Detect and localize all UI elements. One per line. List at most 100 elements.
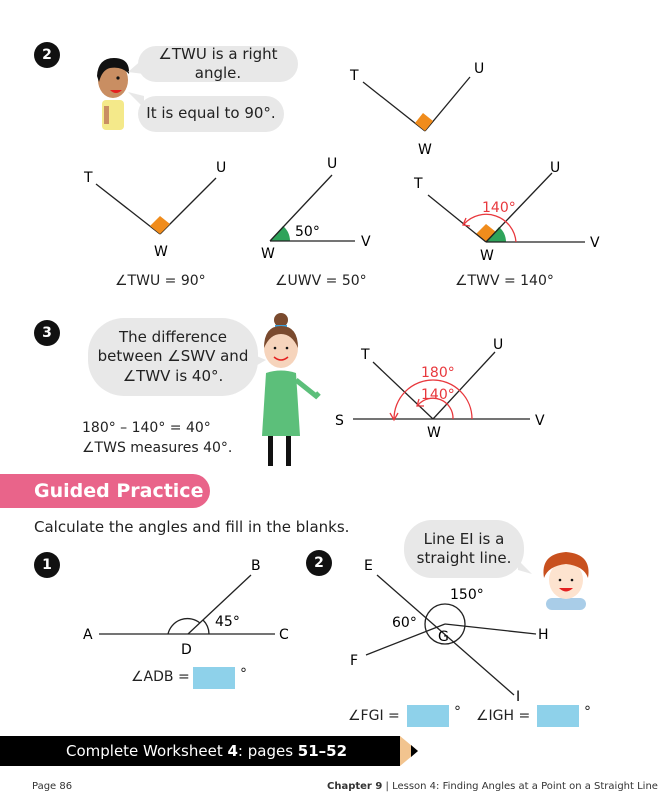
- answer-input-IGH[interactable]: [537, 705, 579, 727]
- arc-arrowhead: [462, 217, 471, 227]
- bubble-line: ∠TWV is 40°.: [122, 366, 224, 385]
- point-label-E: E: [364, 558, 373, 574]
- bubble-line: between ∠SWV and: [97, 347, 249, 366]
- girl-character-illustration: [262, 313, 321, 466]
- section-title: Guided Practice: [34, 480, 204, 502]
- speech-bubble-straight-line: Line EI is a straight line.: [404, 520, 524, 578]
- point-label-G: G: [438, 629, 449, 645]
- degree-unit: °: [240, 666, 247, 682]
- red-arc-180: [393, 379, 473, 420]
- acute-angle-marker: [270, 226, 290, 241]
- point-label-V: V: [590, 235, 600, 251]
- worksheet-number: 4: [227, 742, 238, 760]
- figure-angle-UWV: U W V 50°: [261, 156, 371, 262]
- speech-bubble-difference: The difference between ∠SWV and ∠TWV is …: [88, 318, 258, 396]
- point-label-S: S: [335, 413, 344, 429]
- footer-divider: |: [385, 781, 393, 792]
- chapter-label: Chapter 9: [327, 781, 383, 792]
- point-label-U: U: [493, 337, 503, 353]
- angle-value-label-180: 180°: [421, 365, 455, 381]
- angle-arcs-at-G: [424, 603, 466, 645]
- point-label-W: W: [418, 142, 432, 158]
- angle-value-label: 50°: [295, 224, 320, 240]
- boy-curly-hair-illustration: [543, 552, 589, 610]
- caption-angle-UWV: ∠UWV = 50°: [275, 273, 367, 289]
- caption-angle-TWV: ∠TWV = 140°: [455, 273, 554, 289]
- answer-input-ADB[interactable]: [193, 667, 235, 689]
- bubble-line: straight line.: [416, 549, 512, 567]
- point-label-U: U: [550, 160, 560, 176]
- instruction-text: Calculate the angles and fill in the bla…: [34, 518, 350, 536]
- example-number-badge: 2: [34, 42, 60, 68]
- chapter-lesson-label: Chapter 9 | Lesson 4: Finding Angles at …: [327, 781, 658, 792]
- lesson-label: Lesson 4: Finding Angles at a Point on a…: [392, 781, 658, 792]
- point-label-H: H: [538, 627, 549, 643]
- angle-arc-BDC: [202, 619, 210, 635]
- bubble-line: Line EI is a: [423, 529, 505, 548]
- answer-prompt: ∠FGI =: [348, 708, 400, 724]
- angle-value-label-150: 150°: [450, 587, 484, 603]
- point-label-F: F: [350, 653, 358, 669]
- point-label-W: W: [261, 246, 275, 262]
- question-number-badge: 2: [306, 550, 332, 576]
- bubble-text: ∠TWU is a right angle.: [158, 44, 278, 83]
- figure-intersecting-lines-EGI: 150° 60° E F G H I: [350, 558, 549, 705]
- arc-arrowhead: [416, 398, 424, 407]
- answer-input-FGI[interactable]: [407, 705, 449, 727]
- point-label-U: U: [216, 160, 226, 176]
- point-label-W: W: [154, 244, 168, 260]
- example-number-badge: 3: [34, 320, 60, 346]
- answer-prompt: ∠IGH =: [476, 708, 531, 724]
- point-label-W: W: [427, 425, 441, 441]
- bubble-tail: [128, 92, 144, 108]
- point-label-W: W: [480, 248, 494, 264]
- point-label-V: V: [535, 413, 545, 429]
- angle-value-label: 140°: [482, 200, 516, 216]
- point-label-T: T: [360, 347, 370, 363]
- figure-straight-angle-SWV: 180° 140° T U S W V: [335, 337, 545, 441]
- arc-arrowhead: [389, 412, 399, 422]
- worksheet-middle: : pages: [237, 742, 298, 760]
- bubble-tail: [128, 58, 144, 74]
- point-label-A: A: [83, 627, 93, 643]
- worksheet-reference-bar: Complete Worksheet 4 : pages 51–52: [0, 736, 400, 766]
- red-arc-140: [417, 397, 454, 420]
- bubble-tail: [518, 560, 532, 574]
- angle-arc-ADB: [167, 617, 201, 635]
- speech-bubble-right-angle: ∠TWU is a right angle.: [138, 44, 298, 83]
- speech-bubble-equal-90: It is equal to 90°.: [138, 96, 284, 132]
- worksheet-pages: 51–52: [297, 742, 348, 760]
- caption-angle-TWU: ∠TWU = 90°: [115, 273, 206, 289]
- calculation-conclusion: ∠TWS measures 40°.: [82, 440, 233, 456]
- guided-practice-banner: Guided Practice: [0, 474, 210, 508]
- point-label-C: C: [279, 627, 289, 643]
- acute-angle-marker: [486, 227, 506, 242]
- question-number-badge: 1: [34, 552, 60, 578]
- point-label-T: T: [83, 170, 93, 186]
- point-label-T: T: [413, 176, 423, 192]
- right-angle-marker: [415, 113, 433, 131]
- figure-angle-TWU: T U W: [83, 160, 226, 260]
- answer-prompt: ∠ADB =: [131, 669, 190, 685]
- page-number: Page 86: [32, 781, 73, 792]
- bubble-tail: [252, 354, 266, 368]
- worksheet-prefix: Complete Worksheet: [66, 742, 228, 760]
- degree-unit: °: [454, 704, 461, 720]
- angle-value-label-60: 60°: [392, 615, 417, 631]
- bubble-text: It is equal to 90°.: [146, 104, 276, 123]
- calculation-line: 180° – 140° = 40°: [82, 420, 211, 436]
- right-angle-figure-main: T U W: [349, 61, 484, 158]
- bubble-line: The difference: [119, 327, 227, 346]
- angle-value-label-140: 140°: [421, 387, 455, 403]
- point-label-U: U: [327, 156, 337, 172]
- right-angle-marker: [150, 216, 170, 234]
- red-arc-140: [463, 213, 517, 243]
- point-label-V: V: [361, 234, 371, 250]
- figure-angle-TWV: 140° T U W V: [413, 160, 600, 264]
- point-label-U: U: [474, 61, 484, 77]
- point-label-D: D: [181, 642, 192, 658]
- point-label-I: I: [516, 689, 520, 705]
- degree-unit: °: [584, 704, 591, 720]
- pencil-tip-icon: [400, 736, 418, 766]
- point-label-T: T: [349, 68, 359, 84]
